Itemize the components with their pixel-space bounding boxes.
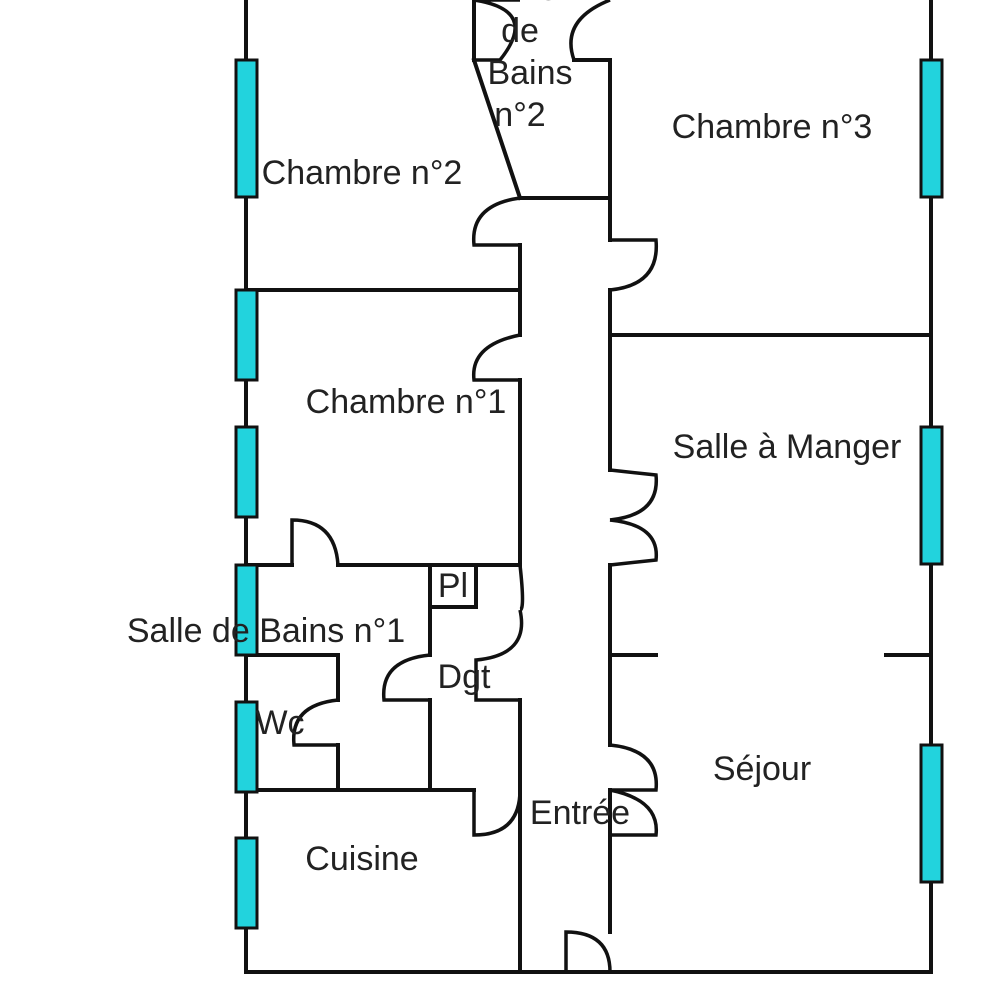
door-sejour — [609, 743, 659, 792]
window-left-4 — [234, 563, 259, 657]
windows — [234, 58, 944, 930]
door-sam-2 — [609, 518, 658, 567]
door-kitchen — [472, 789, 522, 837]
label-sdb2-line3: Bains — [487, 54, 572, 92]
window-left-3 — [234, 425, 259, 519]
label-placard: Pl — [438, 567, 468, 605]
door-sdb1 — [290, 518, 340, 566]
label-salle-manger: Salle à Manger — [673, 428, 902, 466]
door-sam-1 — [609, 468, 659, 522]
doors — [290, 0, 659, 973]
window-right-3 — [919, 743, 944, 884]
label-degagement: Dgt — [438, 658, 491, 696]
room-labels: Salle de Bains n°2 Chambre n°3 Chambre n… — [127, 0, 901, 878]
door-entree-main — [564, 930, 612, 973]
window-left-1 — [234, 58, 259, 199]
label-wc: Wc — [255, 704, 304, 742]
door-ch3 — [609, 238, 659, 292]
window-left-2 — [234, 288, 259, 382]
wall-sdb2-diag — [471, 57, 523, 201]
window-left-5 — [234, 700, 259, 794]
label-sdb2-line2: de — [501, 12, 539, 50]
door-wc — [292, 698, 339, 747]
label-chambre1: Chambre n°1 — [306, 383, 507, 421]
label-sejour: Séjour — [713, 750, 811, 788]
wall-placard — [428, 563, 478, 609]
door-entry-arc — [609, 788, 658, 837]
door-dgt — [476, 563, 525, 612]
window-right-1 — [919, 58, 944, 199]
door-dgt-2 — [474, 609, 524, 702]
door-sdb2-right — [569, 0, 611, 61]
door-sdb1-dgt — [381, 653, 431, 702]
label-cuisine: Cuisine — [305, 840, 418, 878]
window-right-2 — [919, 425, 944, 566]
door-ch2 — [471, 196, 521, 247]
door-ch1 — [472, 333, 521, 382]
label-salle-bains1: Salle de Bains n°1 — [127, 612, 405, 650]
label-entree: Entrée — [530, 794, 630, 832]
door-sdb2-top — [473, 0, 520, 62]
label-sdb2-line4: n°2 — [494, 96, 545, 134]
label-chambre3: Chambre n°3 — [672, 108, 873, 146]
label-sdb2-line1: Salle — [482, 0, 558, 8]
window-left-6 — [234, 836, 259, 930]
label-chambre2: Chambre n°2 — [262, 154, 463, 192]
